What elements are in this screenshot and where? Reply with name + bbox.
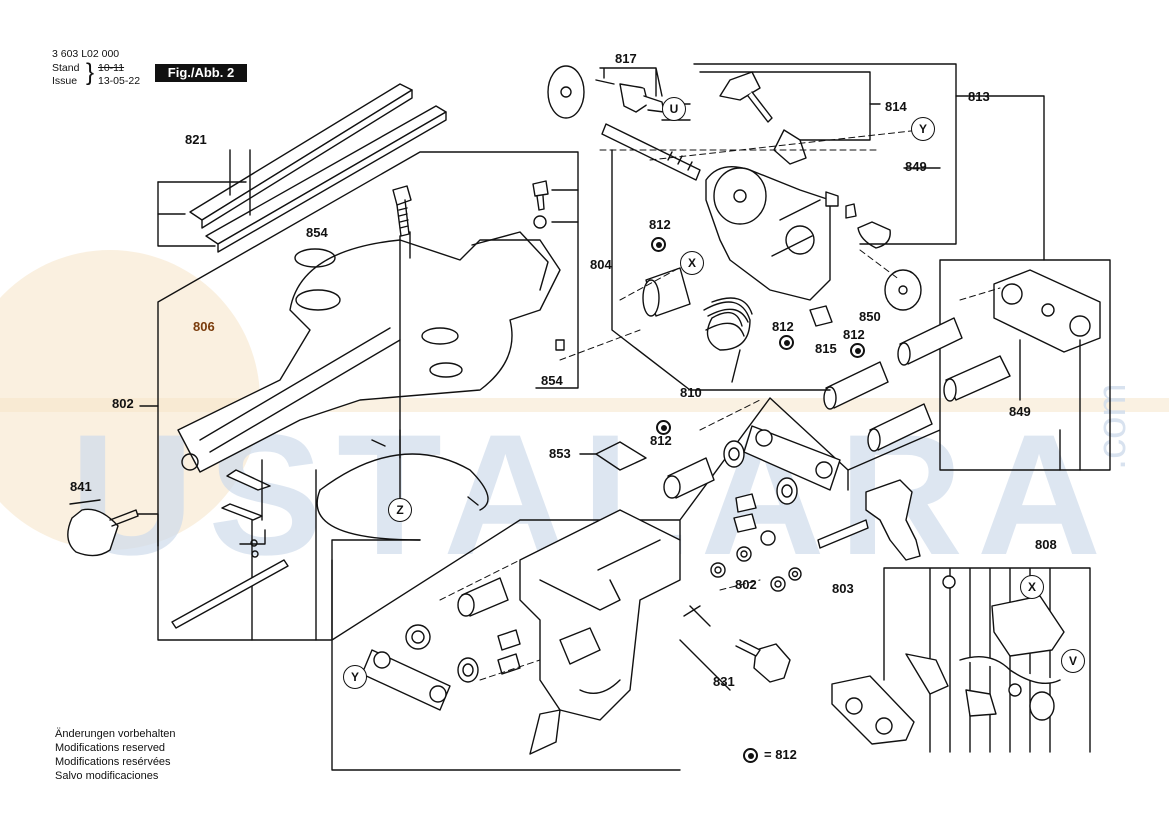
note-de: Änderungen vorbehalten <box>55 728 176 740</box>
switch-assembly <box>831 567 1091 753</box>
header-brace: } <box>86 59 95 86</box>
label-849-top: 849 <box>905 159 927 174</box>
label-812-c: 812 <box>843 327 865 342</box>
ref-circle-z: Z <box>388 498 412 522</box>
shaft-and-spring <box>601 123 753 383</box>
label-817: 817 <box>615 51 637 66</box>
group-brackets <box>611 63 1081 471</box>
label-854-top: 854 <box>306 225 328 240</box>
label-804: 804 <box>590 257 612 272</box>
ref-circle-v: V <box>1061 649 1085 673</box>
end-block <box>993 269 1101 353</box>
long-rod <box>171 559 289 629</box>
marker-812-c <box>850 343 865 358</box>
legend-bullet-icon <box>743 748 758 764</box>
stand-label: Stand <box>52 62 80 74</box>
hex-bolt <box>392 185 412 459</box>
marker-812-d <box>656 420 671 435</box>
label-813: 813 <box>968 89 990 104</box>
label-812-a: 812 <box>649 217 671 232</box>
pivot-housing <box>705 166 831 301</box>
label-814: 814 <box>885 99 907 114</box>
knob-831 <box>679 605 791 691</box>
label-802-left: 802 <box>112 396 134 411</box>
issue-label: Issue <box>52 75 78 87</box>
turntable-casting <box>177 231 561 473</box>
label-812-b: 812 <box>772 319 794 334</box>
scale-ring <box>316 429 489 541</box>
label-849-bottom: 849 <box>1009 404 1031 419</box>
label-841: 841 <box>70 479 92 494</box>
ref-circle-y-bottom: Y <box>343 665 367 689</box>
washers <box>405 65 922 683</box>
legend-812: = 812 <box>743 747 797 764</box>
clamp-pieces <box>497 305 833 755</box>
knob-841 <box>67 499 159 557</box>
doc-number: 3 603 L02 000 <box>52 48 120 60</box>
label-803: 803 <box>832 581 854 596</box>
ref-circle-u: U <box>662 97 686 121</box>
marker-812-b <box>779 335 794 350</box>
note-fr: Modifications resérvées <box>55 756 171 768</box>
ref-circle-x-mid: X <box>680 251 704 275</box>
small-brackets <box>221 459 333 641</box>
note-en: Modifications reserved <box>55 742 166 754</box>
ref-circle-x-right: X <box>1020 575 1044 599</box>
label-812-d: 812 <box>650 433 672 448</box>
issue-date: 13-05-22 <box>98 75 141 87</box>
label-808: 808 <box>1035 537 1057 552</box>
handle-housing <box>519 509 681 721</box>
label-806: 806 <box>193 319 215 334</box>
label-810: 810 <box>680 385 702 400</box>
handle-803 <box>817 479 921 561</box>
label-rhombus-853 <box>579 441 647 471</box>
upper-knobs <box>719 71 891 249</box>
stand-old: 10-11 <box>98 62 125 74</box>
label-815: 815 <box>815 341 837 356</box>
label-854-bottom: 854 <box>541 373 563 388</box>
figure-tag: Fig./Abb. 2 <box>155 64 247 82</box>
ref-circle-y-top: Y <box>911 117 935 141</box>
label-821: 821 <box>185 132 207 147</box>
plates <box>361 425 841 711</box>
legend-text: = 812 <box>764 747 797 762</box>
marker-812-a <box>651 237 666 252</box>
guide-rails <box>157 83 447 253</box>
note-es: Salvo modificaciones <box>55 770 159 782</box>
modification-notes: Änderungen vorbehalten Modifications res… <box>55 727 175 783</box>
label-850: 850 <box>859 309 881 324</box>
label-802-center: 802 <box>735 577 757 592</box>
label-831: 831 <box>713 674 735 689</box>
dash-lines <box>439 129 1001 681</box>
label-853: 853 <box>549 446 571 461</box>
bolt-stack-right <box>532 180 579 351</box>
